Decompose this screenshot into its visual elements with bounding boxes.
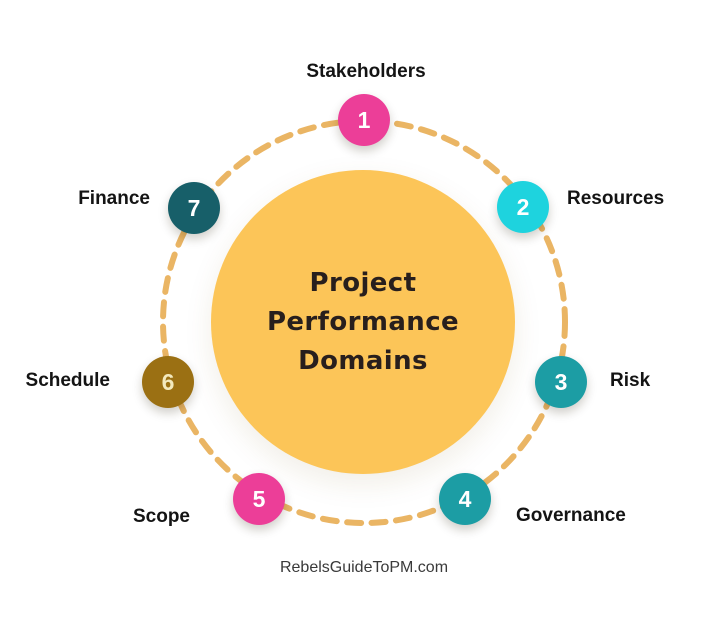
- node-badge-stakeholders: 1: [338, 94, 390, 146]
- diagram-title-line-3: Domains: [298, 345, 428, 376]
- node-badge-resources: 2: [497, 181, 549, 233]
- node-label-resources: Resources: [567, 188, 665, 209]
- node-label-schedule: Schedule: [25, 370, 110, 391]
- node-badge-finance: 7: [168, 182, 220, 234]
- node-badge-scope: 5: [233, 473, 285, 525]
- node-label-risk: Risk: [610, 370, 651, 391]
- diagram-title-line-1: Project: [309, 267, 417, 298]
- node-badge-schedule: 6: [142, 356, 194, 408]
- node-label-scope: Scope: [132, 506, 190, 527]
- node-label-governance: Governance: [516, 505, 626, 526]
- node-badge-governance: 4: [439, 473, 491, 525]
- node-label-finance: Finance: [78, 188, 150, 209]
- node-label-stakeholders: Stakeholders: [306, 61, 426, 82]
- diagram-title: Project Performance Domains: [267, 264, 459, 381]
- diagram-title-line-2: Performance: [266, 306, 460, 337]
- center-circle: Project Performance Domains: [211, 170, 515, 474]
- site-watermark: RebelsGuideToPM.com: [279, 559, 449, 576]
- node-badge-risk: 3: [535, 356, 587, 408]
